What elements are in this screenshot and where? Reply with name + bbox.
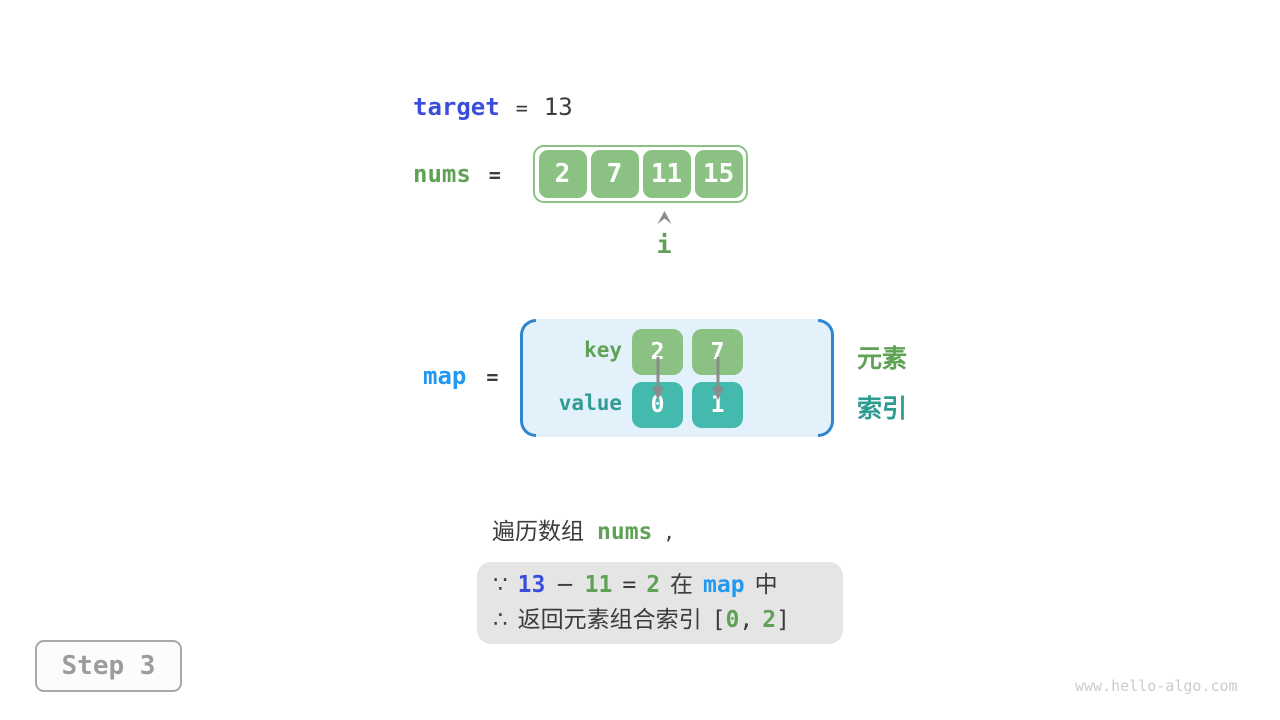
sentence-nums-code: nums <box>597 519 653 545</box>
sentence-prefix: 遍历数组 <box>492 519 584 545</box>
map-value-cell: 0 <box>632 382 683 428</box>
minuend-value: 13 <box>517 572 546 598</box>
target-value: 13 <box>543 93 573 121</box>
nums-variable: nums <box>413 160 471 188</box>
step-badge: Step 3 <box>35 640 182 692</box>
result-index-a: 0 <box>725 607 740 633</box>
map-assignment: map = <box>423 362 498 390</box>
nums-array: 2 7 11 15 <box>533 145 748 203</box>
key-to-value-arrow-icon <box>652 357 664 400</box>
line2-text: 返回元素组合索引 <box>517 607 702 633</box>
nums-equals-sign: = <box>488 163 501 187</box>
because-symbol: ∵ <box>493 572 508 598</box>
map-variable: map <box>423 362 467 390</box>
target-assignment: target = 13 <box>413 93 573 121</box>
index-pointer-label: i <box>656 230 672 259</box>
result-index-b: 2 <box>762 607 777 633</box>
conclusion-note: ∵ 13 − 11 = 2 在 map 中 ∴ 返回元素组合索引 [ 0 , 2… <box>477 562 843 644</box>
map-value-cell: 1 <box>692 382 743 428</box>
subtrahend-value: 11 <box>584 572 613 598</box>
therefore-symbol: ∴ <box>493 607 508 633</box>
conclusion-line-1: ∵ 13 − 11 = 2 在 map 中 <box>493 571 843 599</box>
array-cell: 11 <box>642 150 691 198</box>
map-word: map <box>703 572 745 598</box>
target-equals-sign: = <box>515 96 528 120</box>
map-container: key value 2 7 0 1 <box>520 319 834 437</box>
key-to-value-arrow-icon <box>712 357 724 400</box>
target-variable: target <box>413 93 500 121</box>
legend-index-label: 索引 <box>857 394 908 423</box>
bracket-open: [ <box>711 607 726 633</box>
line1-suffix: 中 <box>754 572 778 598</box>
map-bracket-right-icon <box>818 319 834 437</box>
array-cell: 7 <box>590 150 639 198</box>
map-bracket-left-icon <box>520 319 536 437</box>
result-index-pair: [ 0 , 2 ] <box>712 606 790 634</box>
nums-assignment: nums = <box>413 160 501 188</box>
sentence-comma: , <box>665 519 673 545</box>
map-value-header: value <box>558 391 622 415</box>
equals-sign: = <box>622 572 637 598</box>
map-equals-sign: = <box>486 365 499 389</box>
legend-element-label: 元素 <box>857 344 908 373</box>
array-cell: 15 <box>694 150 743 198</box>
in-word: 在 <box>670 572 694 598</box>
bracket-close: ] <box>776 607 790 633</box>
conclusion-line-2: ∴ 返回元素组合索引 [ 0 , 2 ] <box>493 606 843 634</box>
array-cell: 2 <box>538 150 587 198</box>
index-pointer-arrow-icon <box>657 211 672 224</box>
result-comma: , <box>739 607 754 633</box>
map-key-header: key <box>584 338 622 362</box>
watermark: www.hello-algo.com <box>1075 677 1238 695</box>
minus-sign: − <box>555 572 575 598</box>
traverse-sentence: 遍历数组 nums , <box>492 512 673 546</box>
difference-value: 2 <box>646 572 661 598</box>
